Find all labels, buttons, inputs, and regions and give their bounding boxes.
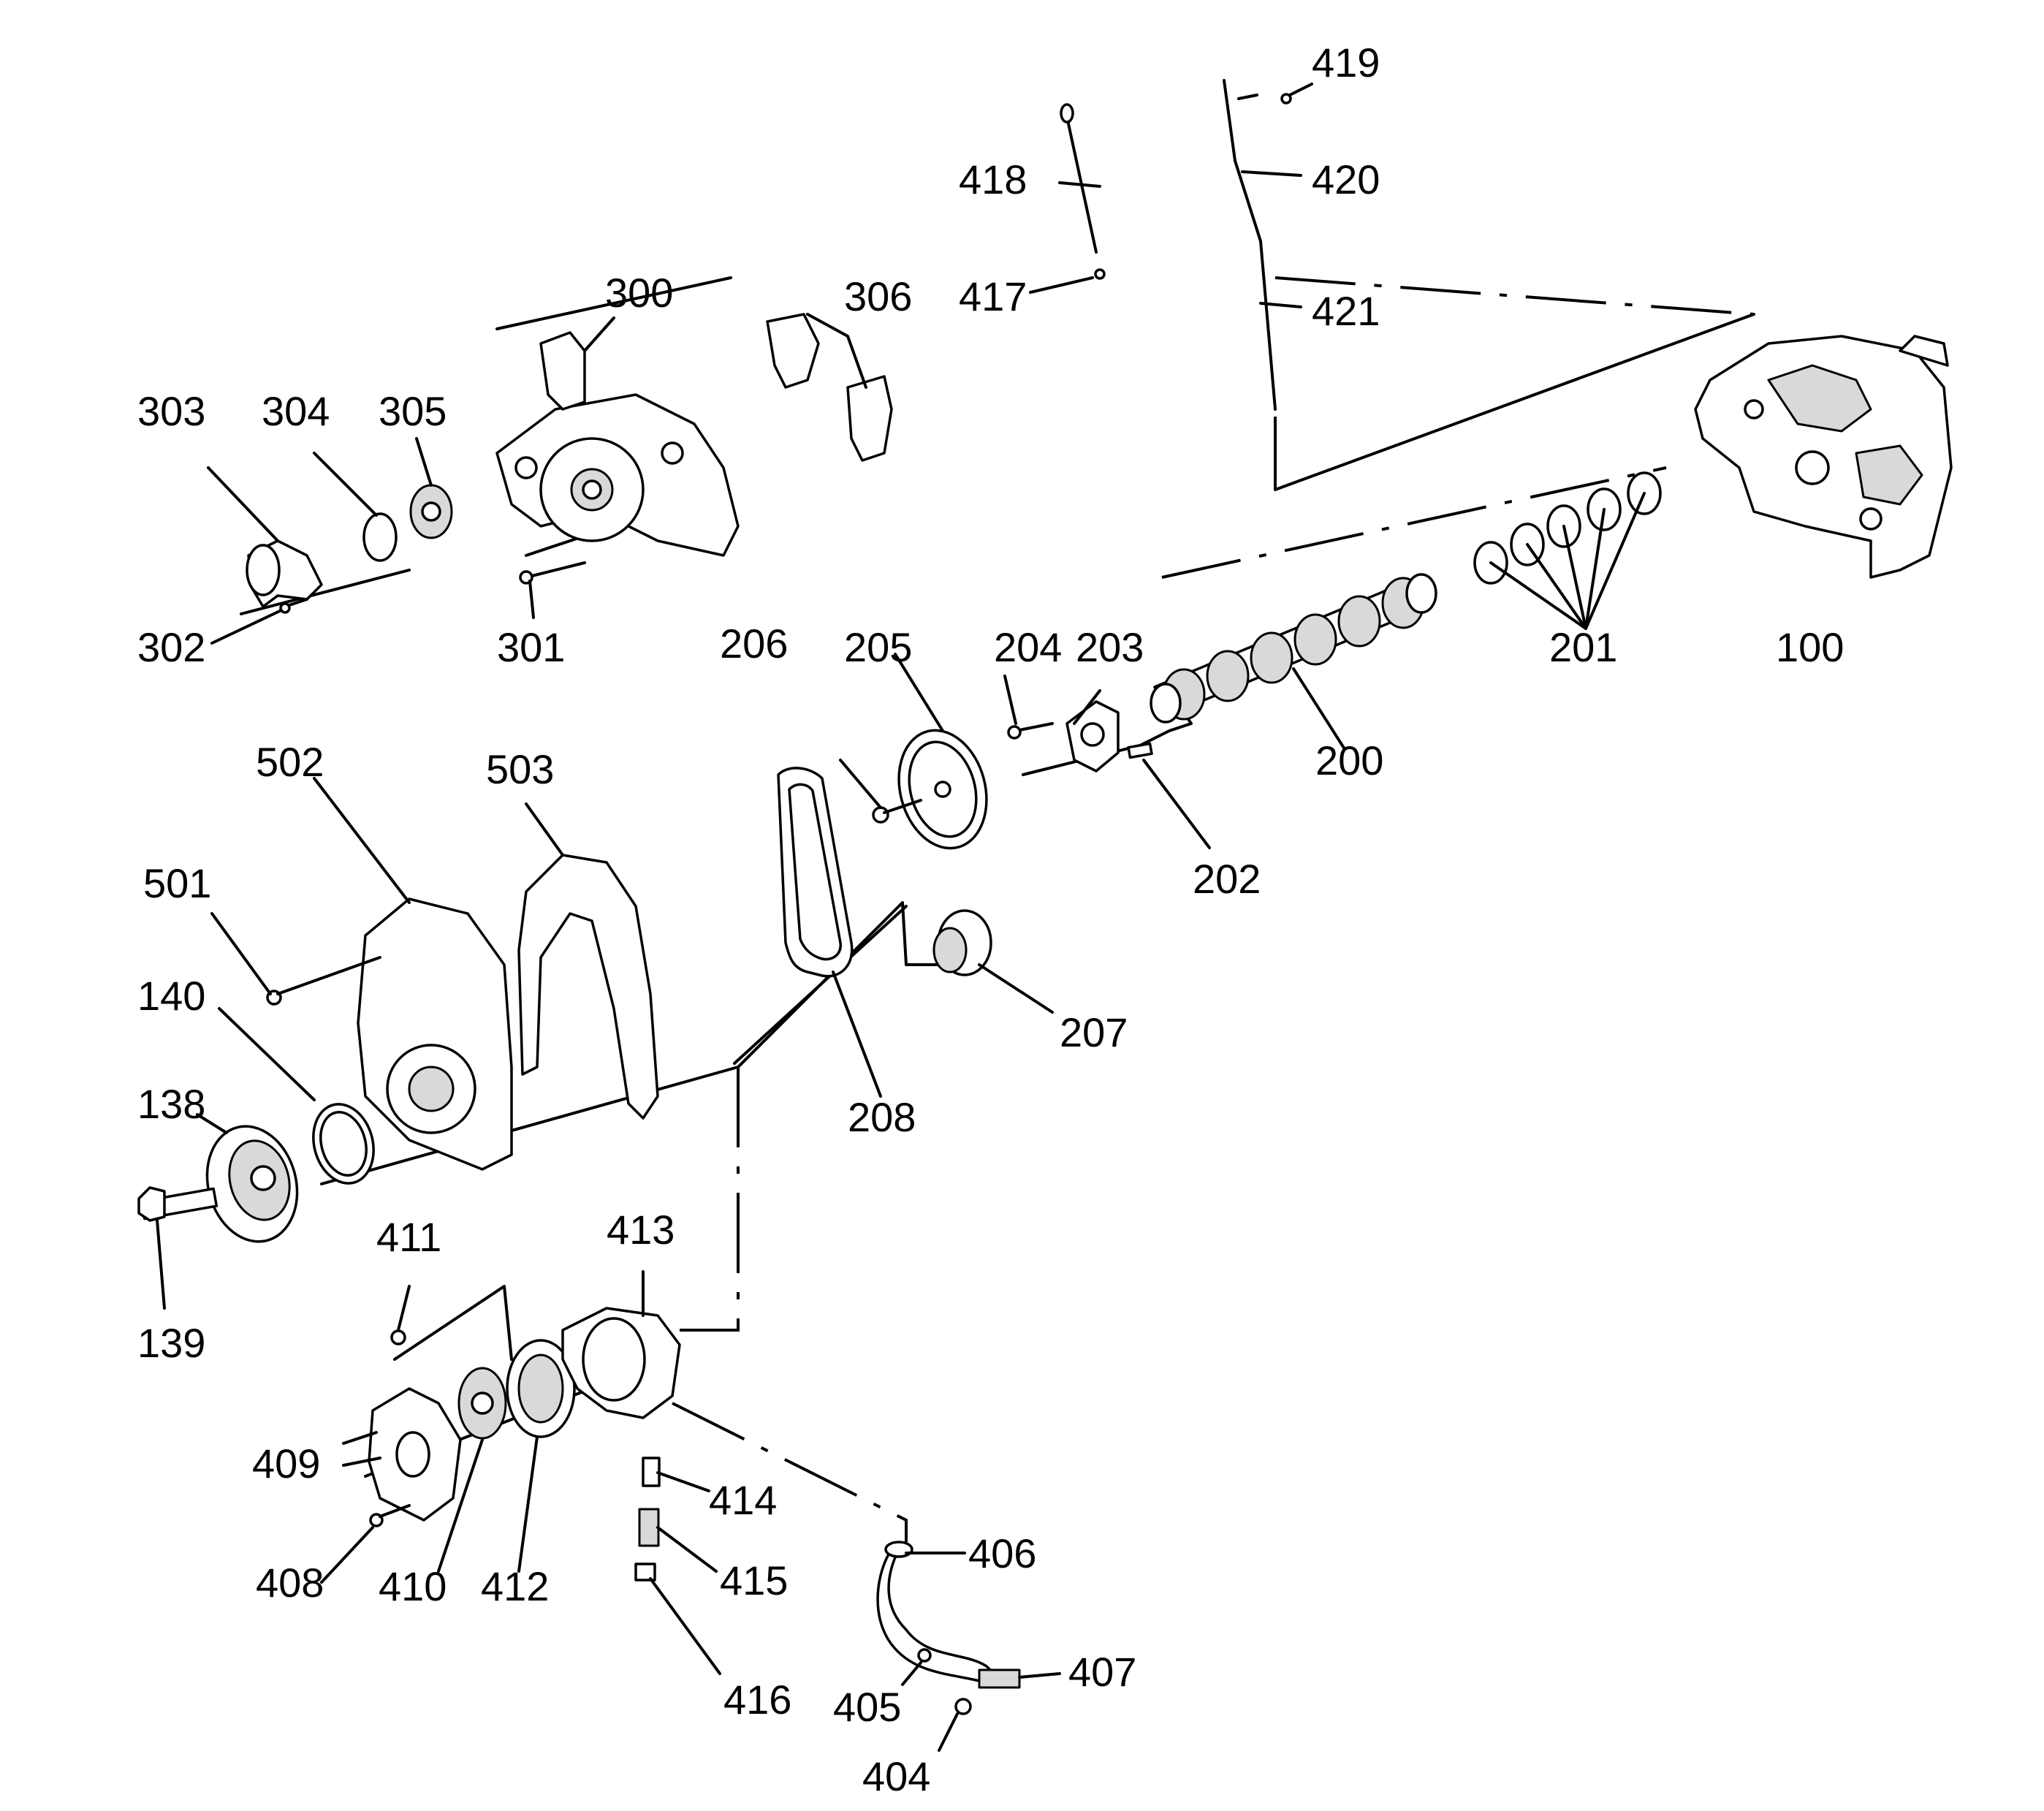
label-100: 100	[1776, 624, 1844, 670]
label-304: 304	[262, 388, 330, 434]
label-415: 415	[720, 1557, 788, 1603]
label-140: 140	[137, 973, 205, 1019]
bolt-301	[519, 561, 586, 619]
label-502: 502	[256, 739, 324, 785]
label-303: 303	[137, 388, 205, 434]
label-404: 404	[862, 1753, 930, 1799]
water-pump-gaskets-306	[766, 313, 893, 462]
label-306: 306	[844, 273, 912, 319]
label-418: 418	[959, 156, 1027, 202]
dowel-pin-202	[1127, 742, 1211, 849]
thermostat-housing-303	[207, 466, 323, 608]
label-409: 409	[252, 1440, 320, 1487]
label-417: 417	[959, 273, 1027, 319]
label-300: 300	[605, 270, 673, 316]
oil-pump-gears	[437, 1339, 576, 1573]
label-416: 416	[723, 1677, 791, 1723]
engine-block-100	[1694, 335, 1953, 579]
label-411: 411	[376, 1214, 441, 1260]
water-pump-300	[495, 316, 740, 557]
label-414: 414	[709, 1477, 777, 1523]
cam-bearings-201	[1473, 471, 1662, 630]
crank-sprocket-207	[932, 909, 1054, 1014]
label-301: 301	[497, 624, 565, 670]
label-413: 413	[607, 1207, 675, 1253]
label-203: 203	[1076, 624, 1144, 670]
gasket-304	[313, 452, 398, 562]
centerlines	[240, 276, 1755, 1542]
timing-chain-208	[777, 767, 882, 1098]
label-305: 305	[379, 388, 447, 434]
label-405: 405	[833, 1684, 901, 1730]
label-410: 410	[379, 1563, 447, 1609]
label-138: 138	[137, 1081, 205, 1127]
oil-pump-413	[390, 1270, 681, 1419]
oil-pump-pickup	[876, 1541, 1061, 1752]
cam-bolt-206	[839, 759, 922, 824]
callout-labels: 419 418 420 417 421 300 306 303 304 305 …	[137, 39, 1844, 1799]
label-139: 139	[137, 1320, 205, 1366]
harmonic-balancer-138	[137, 1007, 375, 1310]
label-208: 208	[848, 1094, 916, 1140]
label-419: 419	[1312, 39, 1380, 86]
oil-pump-cover-409	[320, 1387, 462, 1584]
bolt-204	[1003, 675, 1054, 740]
retainer-plate-203	[1065, 689, 1120, 772]
bolt-302	[210, 598, 308, 645]
camshaft-200	[1150, 573, 1437, 751]
label-420: 420	[1312, 156, 1380, 202]
label-406: 406	[968, 1530, 1036, 1576]
label-206: 206	[720, 620, 788, 667]
label-412: 412	[481, 1563, 549, 1609]
thermostat-305	[409, 437, 453, 539]
label-501: 501	[143, 860, 211, 906]
front-cover-502	[210, 777, 659, 1171]
label-421: 421	[1312, 288, 1380, 334]
label-201: 201	[1549, 624, 1617, 670]
label-407: 407	[1068, 1649, 1136, 1695]
label-503: 503	[486, 746, 554, 792]
label-204: 204	[994, 624, 1062, 670]
label-207: 207	[1060, 1009, 1128, 1055]
label-205: 205	[844, 624, 912, 670]
label-408: 408	[256, 1560, 324, 1606]
label-302: 302	[137, 624, 205, 670]
oil-level-indicator	[1029, 79, 1313, 411]
relief-valve	[634, 1457, 721, 1675]
cam-sprocket-205	[894, 653, 988, 850]
label-200: 200	[1315, 737, 1383, 783]
label-202: 202	[1193, 856, 1261, 902]
